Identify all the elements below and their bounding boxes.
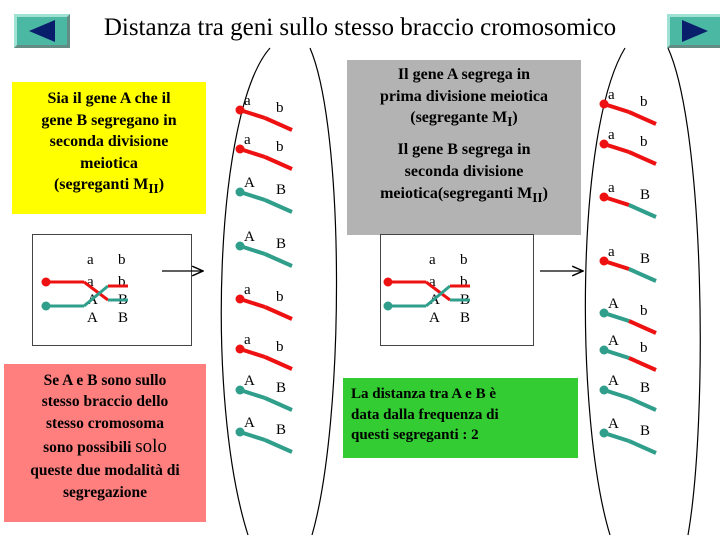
chromatid-segment: [240, 349, 265, 357]
gene-label: B: [276, 236, 286, 252]
gene-label: b: [460, 274, 468, 290]
chromatid-segment: [240, 149, 265, 157]
gene-label: B: [276, 422, 286, 438]
gene-label: b: [118, 252, 126, 268]
gene-label: B: [640, 251, 650, 267]
chromatid-segment: [629, 112, 656, 124]
chromatid-segment: [265, 307, 292, 319]
chromatid-segment: [604, 350, 629, 358]
gene-label: A: [608, 373, 619, 389]
gene-label: a: [244, 132, 251, 148]
chromatid-segment: [629, 269, 656, 281]
gene-label: A: [608, 333, 619, 349]
gene-label: B: [640, 380, 650, 396]
chromatid-segment: [604, 261, 629, 269]
gene-label: B: [640, 187, 650, 203]
gene-label: a: [87, 252, 94, 268]
chromatid-segment: [604, 104, 629, 112]
gene-label: B: [460, 310, 470, 326]
gene-label: B: [640, 423, 650, 439]
gene-label: a: [608, 127, 615, 143]
chromatid-segment: [265, 357, 292, 369]
chromatid-segment: [604, 144, 629, 152]
gene-label: A: [608, 416, 619, 432]
gene-label: b: [640, 134, 648, 150]
gene-label: A: [608, 296, 619, 312]
chromatid-segment: [629, 152, 656, 164]
chromatid-segment: [265, 398, 292, 410]
gene-label: b: [276, 139, 284, 155]
gene-label: A: [244, 175, 255, 191]
gene-label: A: [87, 310, 98, 326]
chromatid-segment: [629, 321, 656, 333]
gene-label: b: [276, 339, 284, 355]
gene-label: a: [244, 282, 251, 298]
gene-label: a: [608, 87, 615, 103]
gene-label: B: [276, 182, 286, 198]
chromatid-segment: [604, 433, 629, 441]
chromatid-segment: [629, 441, 656, 453]
gene-label: A: [244, 415, 255, 431]
gene-label: A: [244, 373, 255, 389]
gene-label: b: [640, 94, 648, 110]
chromatid-segment: [240, 110, 265, 118]
gene-label: a: [608, 244, 615, 260]
gene-label: b: [640, 340, 648, 356]
gene-label: B: [276, 380, 286, 396]
chromatid-segment: [265, 118, 292, 130]
chromatid-segment: [240, 192, 265, 200]
chromatid-segment: [240, 246, 265, 254]
gene-label: a: [244, 332, 251, 348]
chromatid-segment: [604, 197, 629, 205]
gene-label: b: [276, 289, 284, 305]
chromatid-segment: [604, 313, 629, 321]
gene-label: A: [244, 229, 255, 245]
chromatid-segment: [265, 200, 292, 212]
chromatid-segment: [629, 358, 656, 370]
chromatid-segment: [265, 254, 292, 266]
gene-label: b: [118, 274, 126, 290]
gene-label: b: [640, 303, 648, 319]
chromatid-segment: [265, 440, 292, 452]
chromatid-segment: [629, 398, 656, 410]
gene-label: b: [276, 100, 284, 116]
chromatid-segment: [240, 299, 265, 307]
gene-label: a: [608, 180, 615, 196]
gene-label: A: [429, 310, 440, 326]
gene-label: b: [460, 252, 468, 268]
chromatid-segment: [604, 390, 629, 398]
gene-label: B: [118, 310, 128, 326]
chromatid-segment: [240, 432, 265, 440]
gene-label: a: [429, 252, 436, 268]
chromatid-segment: [629, 205, 656, 217]
gene-label: a: [244, 93, 251, 109]
chromatid-segment: [265, 157, 292, 169]
chromatid-segment: [240, 390, 265, 398]
